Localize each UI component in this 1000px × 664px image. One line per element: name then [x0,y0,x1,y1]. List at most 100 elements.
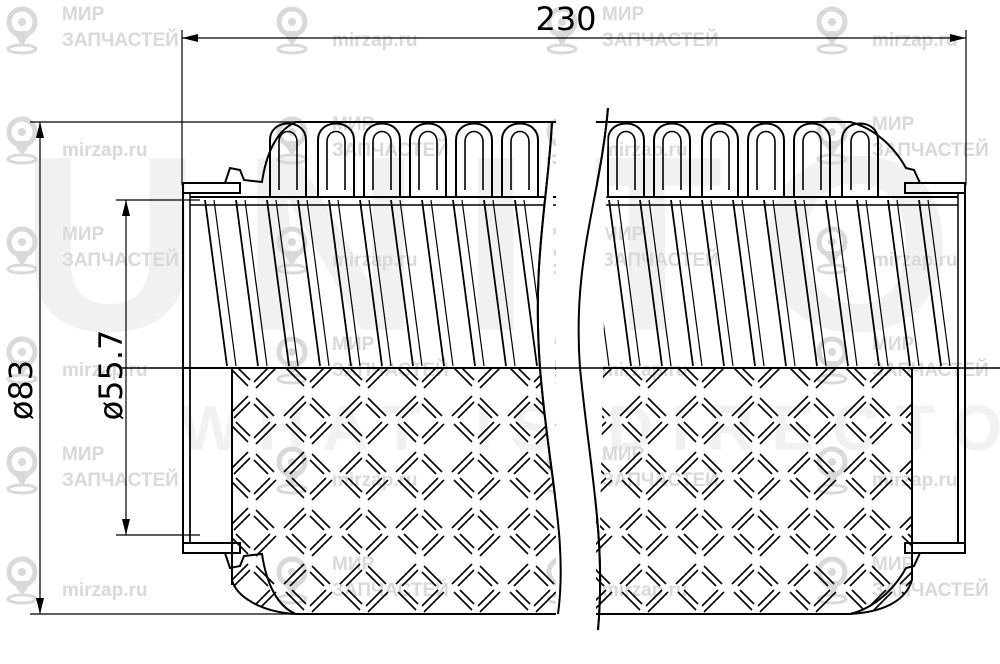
watermark-site-text: mirzap.ru [332,30,418,51]
map-pin-icon [818,9,846,53]
watermark-site: mirzap.ru [278,9,418,53]
pipe-left-half [182,121,557,615]
corrugation-outer [363,122,401,197]
interlock-stripe [732,199,756,367]
watermark-brand-line1: МИР [332,114,374,135]
corrugation-outer [747,122,785,197]
watermark-brand-line1: МИР [602,4,644,25]
watermark-brand: МИР ЗАПЧАСТЕЙ [8,224,179,273]
map-pin-icon [8,9,36,53]
interlock-stripe-inner [617,199,641,367]
watermark-site-text: mirzap.ru [872,30,958,51]
watermark-brand-line2: ЗАПЧАСТЕЙ [602,29,719,51]
interlock-stripe-inner [679,199,703,367]
interlock-stripe-inner [492,199,516,367]
corrugation-outer [317,122,355,197]
watermark-site-text: mirzap.ru [332,250,418,271]
watermark-brand-line1: МИР [872,114,914,135]
corrugation-outer [269,122,307,197]
dimension-outer-diameter-label: ø83 [2,360,40,420]
interlock-stripe [514,199,538,367]
interlock-stripe-inner [865,199,889,367]
corrugation-inner [464,130,484,190]
interlock-stripe-inner [834,199,858,367]
dimension-length-label: 230 [535,0,596,38]
interlock-stripe-inner [306,199,330,367]
corrugation-outer [409,122,447,197]
interlock-stripe [204,199,228,367]
interlock-stripe [701,199,725,367]
corrugation-inner [510,130,530,190]
watermark-brand-line1: МИР [62,4,104,25]
watermark-brand: МИР ЗАПЧАСТЕЙ [8,4,179,53]
interlock-stripe [328,199,352,367]
interlock-stripe-inner [648,199,672,367]
corrugation-inner [662,130,682,190]
watermark-site-text: mirzap.ru [62,140,148,161]
interlock-stripe [297,199,321,367]
corrugation-outer [793,122,831,197]
interlock-stripe-inner [430,199,454,367]
interlock-stripe-inner [368,199,392,367]
watermark-site-text: mirzap.ru [872,250,958,271]
interlock-stripe-inner [461,199,485,367]
map-pin-icon [8,449,36,493]
watermark-site: mirzap.ru [818,9,958,53]
dimension-outer-diameter: ø83 [2,121,296,615]
corrugation-inner [850,130,870,190]
watermark-brand-line2: ЗАПЧАСТЕЙ [602,249,719,271]
corrugation-outer [841,122,879,197]
corrugation-inner [710,130,730,190]
watermark-site-text: mirzap.ru [62,580,148,601]
svg-text:UNITO: UNITO [20,104,993,383]
watermark-brand-line2: ЗАПЧАСТЕЙ [62,249,179,271]
interlock-stripe-inner [275,199,299,367]
interlock-stripe-inner [337,199,361,367]
interlock-stripe-inner [803,199,827,367]
interlock-stripe [918,199,942,367]
interlock-stripe [794,199,818,367]
corrugation-inner [756,130,776,190]
interlock-stripe-inner [927,199,951,367]
map-pin-icon [278,9,306,53]
corrugation-outer [501,122,539,197]
interlock-stripe [421,199,445,367]
watermark-brand-line2: ЗАПЧАСТЕЙ [62,29,179,51]
interlock-stripe [887,199,911,367]
corrugation-outer [653,122,691,197]
interlock-stripe [639,199,663,367]
interlock-stripe [608,199,632,367]
watermark-brand-line1: МИР [62,444,104,465]
interlock-stripe [825,199,849,367]
interlock-stripe-inner [399,199,423,367]
corrugation-outer [701,122,739,197]
watermark-brand-line2: ЗАПЧАСТЕЙ [872,139,989,161]
watermark-brand-line1: МИР [62,224,104,245]
interlock-stripe-inner [244,199,268,367]
watermark-brand: МИР ЗАПЧАСТЕЙ [548,4,719,53]
watermark-brand: МИР ЗАПЧАСТЕЙ [818,114,989,163]
interlock-stripe [390,199,414,367]
corrugation-outer [607,122,645,197]
interlock-stripe [856,199,880,367]
corrugation-inner [372,130,392,190]
dimension-length: 230 [181,0,967,185]
corrugation-inner [802,130,822,190]
corrugation-inner [326,130,346,190]
interlock-stripe [670,199,694,367]
interlock-stripe-inner [710,199,734,367]
pipe-right-half [578,121,966,615]
interlock-stripe [763,199,787,367]
corrugation-inner [418,130,438,190]
interlock-stripe-inner [741,199,765,367]
corrugation-outer [455,122,493,197]
corrugation-inner [616,130,636,190]
interlock-stripe [452,199,476,367]
dimension-inner-diameter: ø55.7 [92,199,200,536]
watermark-site: mirzap.ru [8,119,148,163]
interlock-stripe [359,199,383,367]
interlock-stripe [266,199,290,367]
interlock-stripe [235,199,259,367]
